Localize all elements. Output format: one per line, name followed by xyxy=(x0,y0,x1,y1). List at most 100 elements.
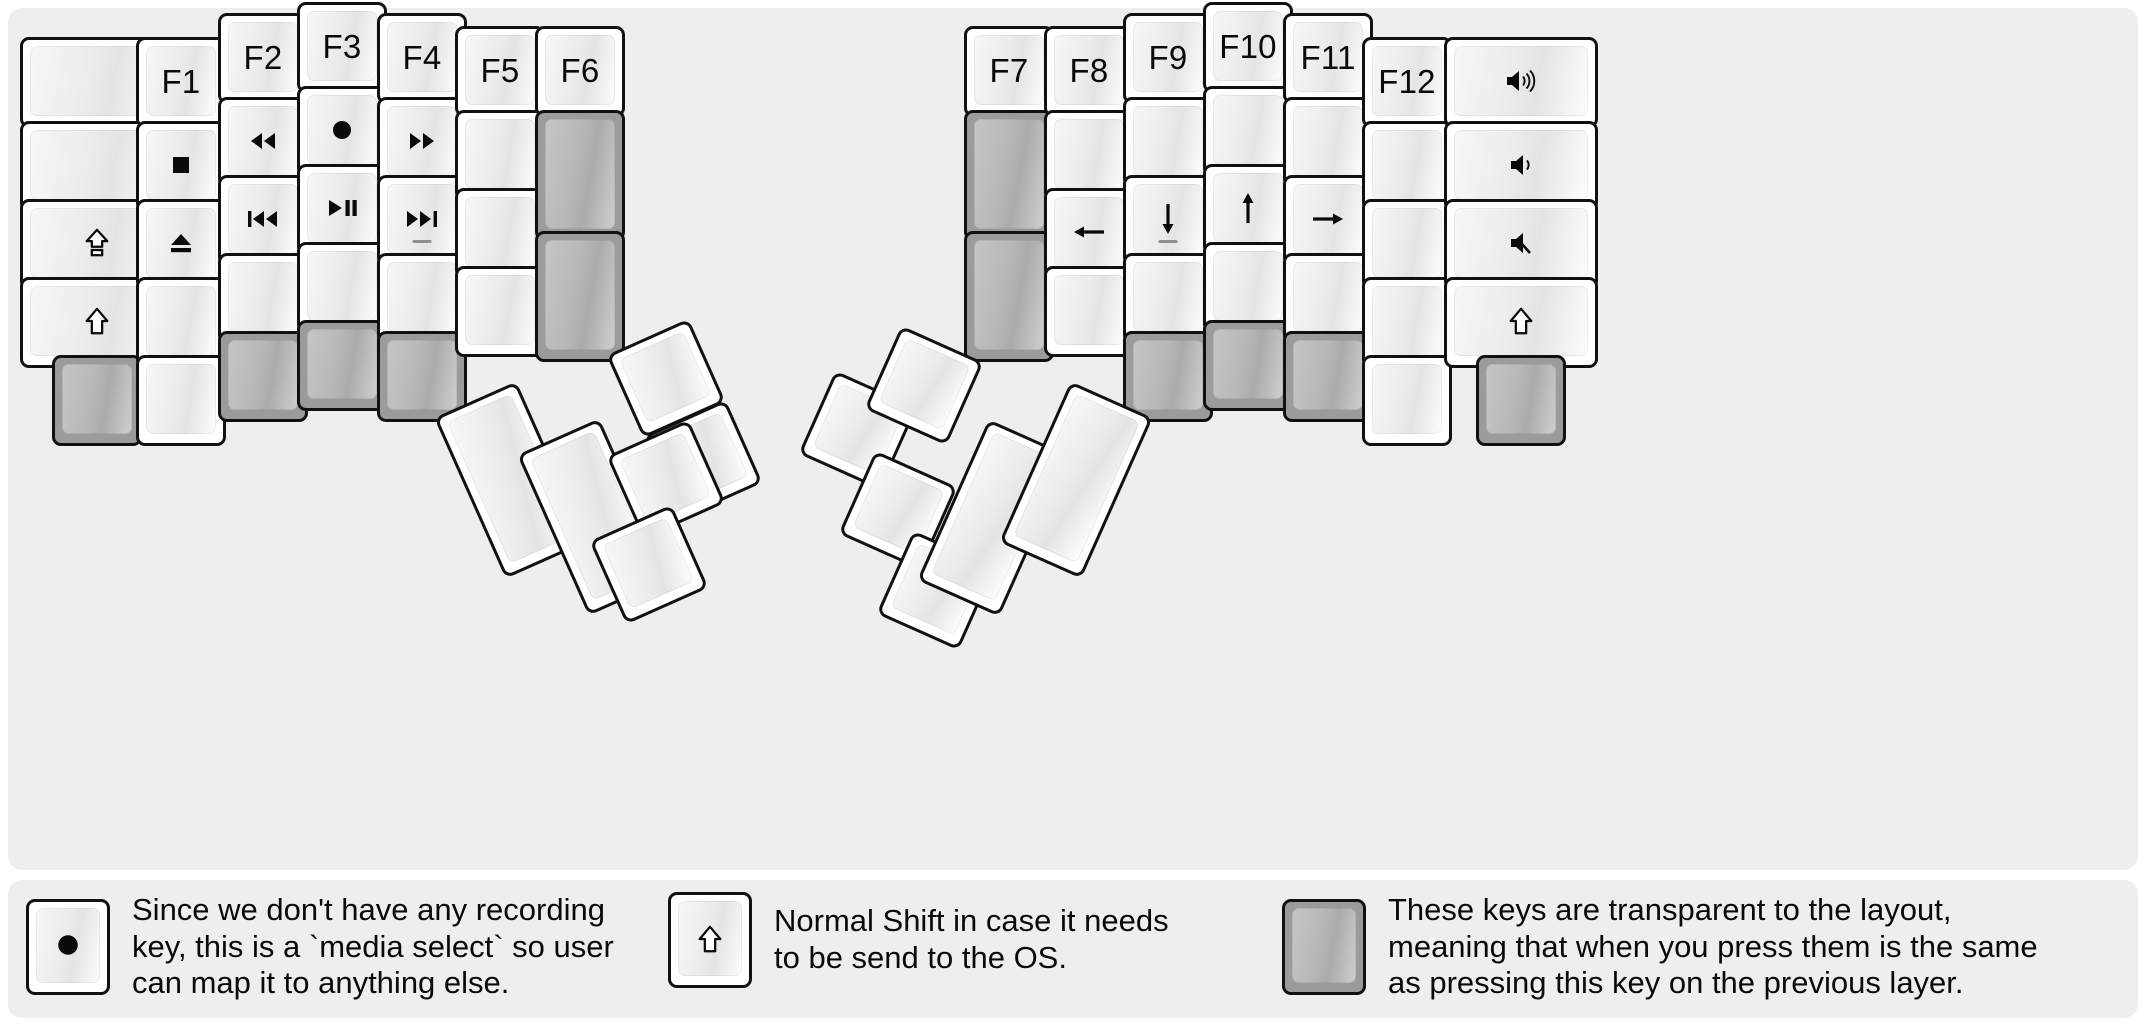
key-right-c3-r4-transparent[interactable] xyxy=(1203,320,1293,411)
keycap-top xyxy=(1213,173,1283,243)
key-right-c5-r0[interactable]: F12 xyxy=(1362,37,1452,128)
key-right-c2-r0[interactable]: F9 xyxy=(1123,13,1213,104)
key-right-c4-r1[interactable] xyxy=(1283,97,1373,188)
key-left-c2-r4-transparent[interactable] xyxy=(218,331,308,422)
key-right-c4-r0[interactable]: F11 xyxy=(1283,13,1373,104)
key-left-c3-r4-transparent[interactable] xyxy=(297,320,387,411)
prev-track-icon xyxy=(246,208,280,230)
key-label: F10 xyxy=(1219,27,1277,65)
key-right-c6-r0-volume-up[interactable] xyxy=(1444,37,1598,128)
key-right-c1-r2-arrow-left[interactable] xyxy=(1044,188,1134,279)
keycap-top xyxy=(1454,130,1588,200)
legend-text-record: Since we don't have any recording key, t… xyxy=(132,892,614,1001)
key-label: F11 xyxy=(1300,38,1356,76)
key-left-c0-r4-transparent[interactable] xyxy=(52,355,142,446)
key-right-c0-r0[interactable]: F7 xyxy=(964,26,1054,117)
key-left-c2-r3[interactable] xyxy=(218,253,308,344)
key-right-c2-r1[interactable] xyxy=(1123,97,1213,188)
keycap-top xyxy=(1454,46,1588,116)
keycap-top xyxy=(1133,340,1203,410)
key-label: F7 xyxy=(989,51,1029,89)
keycap-top xyxy=(1293,262,1363,332)
key-left-c5-r3[interactable] xyxy=(455,266,545,357)
key-right-c0-r1-transparent[interactable] xyxy=(964,110,1054,241)
keycap-top xyxy=(1372,364,1442,434)
key-right-c4-r4-transparent[interactable] xyxy=(1283,331,1373,422)
key-label: F1 xyxy=(161,62,201,100)
key-right-c6-r3-shift[interactable] xyxy=(1444,277,1598,368)
keycap-top xyxy=(146,364,216,434)
keycap-top xyxy=(387,262,457,332)
arrow-up-icon xyxy=(1237,191,1259,225)
keycap-top xyxy=(387,184,457,254)
keycap-top xyxy=(1213,95,1283,165)
record-icon xyxy=(55,932,81,958)
shift-icon xyxy=(1508,306,1534,336)
key-right-c5-r2[interactable] xyxy=(1362,199,1452,290)
key-left-c1-r0[interactable]: F1 xyxy=(136,37,226,128)
key-left-c5-r1[interactable] xyxy=(455,110,545,201)
key-left-c4-r4-transparent[interactable] xyxy=(377,331,467,422)
key-left-c4-r0[interactable]: F4 xyxy=(377,13,467,104)
key-right-c0-r2-transparent[interactable] xyxy=(964,231,1054,362)
caps-shift-icon xyxy=(84,228,110,258)
key-left-c2-r2-prev-track[interactable] xyxy=(218,175,308,266)
keycap-top xyxy=(545,240,615,350)
keycap-top xyxy=(465,119,535,189)
key-left-c1-r2-eject[interactable] xyxy=(136,199,226,290)
key-right-c1-r0[interactable]: F8 xyxy=(1044,26,1134,117)
key-left-c6-r0[interactable]: F6 xyxy=(535,26,625,117)
keycap-top xyxy=(974,119,1044,229)
eject-icon xyxy=(168,230,194,256)
key-label: F5 xyxy=(480,51,520,89)
keycap-top: F10 xyxy=(1213,11,1283,81)
arrow-down-icon xyxy=(1157,202,1179,236)
key-left-c5-r2[interactable] xyxy=(455,188,545,279)
key-right-c3-r3[interactable] xyxy=(1203,242,1293,333)
keycap-top xyxy=(619,330,712,424)
keycap-top xyxy=(602,516,695,610)
volume-up-icon xyxy=(1504,68,1538,94)
key-left-c1-r4[interactable] xyxy=(136,355,226,446)
keycap-top xyxy=(1293,106,1363,176)
key-right-c3-r2-arrow-up[interactable] xyxy=(1203,164,1293,255)
keycap-top: F8 xyxy=(1054,35,1124,105)
key-left-c1-r1-stop[interactable] xyxy=(136,121,226,212)
key-right-c5-r4[interactable] xyxy=(1362,355,1452,446)
key-right-c5-r1[interactable] xyxy=(1362,121,1452,212)
key-left-c6-r2-transparent[interactable] xyxy=(535,231,625,362)
key-right-c1-r3[interactable] xyxy=(1044,266,1134,357)
keycap-top xyxy=(878,337,971,431)
arrow-left-icon xyxy=(1072,221,1106,243)
volume-down-icon xyxy=(1508,152,1534,178)
keycap-top xyxy=(387,106,457,176)
keycap-top xyxy=(307,329,377,399)
key-label: F4 xyxy=(402,38,442,76)
rewind-icon xyxy=(248,130,278,152)
key-left-c5-r0[interactable]: F5 xyxy=(455,26,545,117)
keycap-top xyxy=(146,286,216,356)
keycap-top xyxy=(1292,907,1356,983)
key-right-c3-r0[interactable]: F10 xyxy=(1203,2,1293,93)
legend-panel xyxy=(8,880,2138,1018)
keycap-top xyxy=(465,275,535,345)
keycap-top: F4 xyxy=(387,22,457,92)
key-label: F9 xyxy=(1148,38,1188,76)
key-left-c2-r0[interactable]: F2 xyxy=(218,13,308,104)
keycap-top: F1 xyxy=(146,46,216,116)
legend-text-transparent: These keys are transparent to the layout… xyxy=(1388,892,2038,1001)
play-pause-icon xyxy=(326,197,358,219)
key-right-c6-r4-transparent[interactable] xyxy=(1476,355,1566,446)
keycap-top xyxy=(1372,286,1442,356)
key-right-c2-r2-arrow-down[interactable] xyxy=(1123,175,1213,266)
key-left-c3-r0[interactable]: F3 xyxy=(297,2,387,93)
keycap-top xyxy=(307,173,377,243)
keycap-top xyxy=(1133,262,1203,332)
key-right-c6-r2-volume-mute[interactable] xyxy=(1444,199,1598,290)
next-track-icon xyxy=(405,208,439,230)
key-left-c6-r1-transparent[interactable] xyxy=(535,110,625,241)
key-right-c2-r4-transparent[interactable] xyxy=(1123,331,1213,422)
key-label: F12 xyxy=(1378,62,1436,100)
keycap-top xyxy=(146,130,216,200)
